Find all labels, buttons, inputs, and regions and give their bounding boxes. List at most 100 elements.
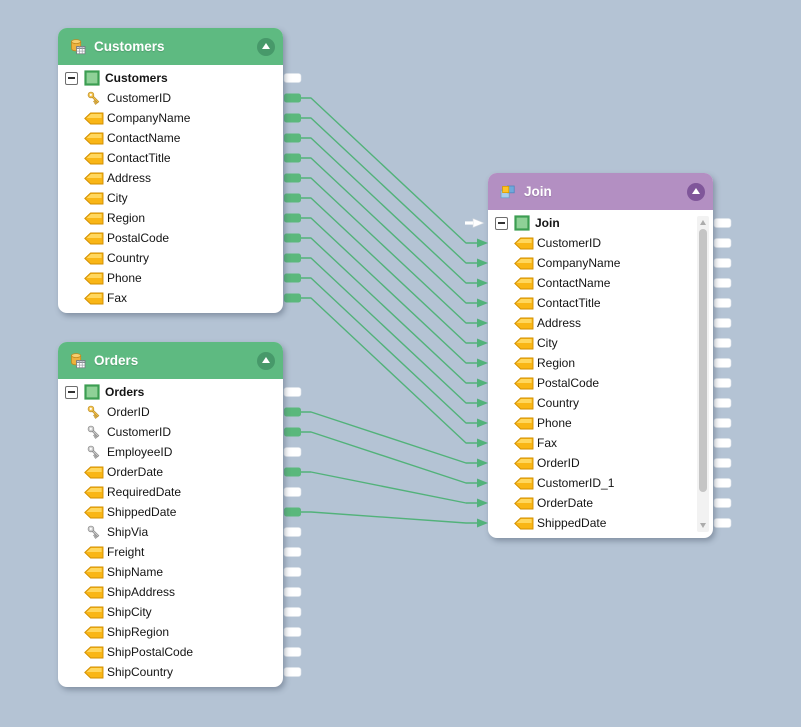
orders-root-row[interactable]: Orders <box>58 382 283 402</box>
customers-field-row[interactable]: ContactTitle <box>58 148 283 168</box>
customers-field-row[interactable]: Address <box>58 168 283 188</box>
output-port-free[interactable] <box>283 607 302 617</box>
output-port-free[interactable] <box>713 378 732 388</box>
output-port-connected[interactable] <box>284 273 301 283</box>
customers-field-row[interactable]: Region <box>58 208 283 228</box>
orders-field-row[interactable]: CustomerID <box>58 422 283 442</box>
output-port-free[interactable] <box>713 218 732 228</box>
node-scrollbar[interactable] <box>697 216 709 532</box>
output-port-free[interactable] <box>713 318 732 328</box>
join-field-row[interactable]: PostalCode <box>488 373 713 393</box>
output-port-free[interactable] <box>283 547 302 557</box>
connection-line[interactable] <box>301 117 477 264</box>
orders-field-row[interactable]: ShipCountry <box>58 662 283 682</box>
collapse-tree-toggle[interactable] <box>65 71 78 85</box>
output-port-free[interactable] <box>283 447 302 457</box>
output-port-free[interactable] <box>713 278 732 288</box>
orders-field-row[interactable]: ShipCity <box>58 602 283 622</box>
input-arrow-connected[interactable] <box>477 438 488 448</box>
output-port-free[interactable] <box>283 527 302 537</box>
orders-field-row[interactable]: RequiredDate <box>58 482 283 502</box>
output-port-free[interactable] <box>283 487 302 497</box>
output-port-free[interactable] <box>283 667 302 677</box>
output-port-free[interactable] <box>713 478 732 488</box>
orders-header[interactable]: Orders <box>58 342 283 379</box>
scrollbar-thumb[interactable] <box>699 229 707 492</box>
orders-field-row[interactable]: ShipVia <box>58 522 283 542</box>
output-port-free[interactable] <box>713 258 732 268</box>
join-field-row[interactable]: CustomerID <box>488 233 713 253</box>
output-port-free[interactable] <box>713 298 732 308</box>
input-port-free[interactable] <box>472 218 485 228</box>
input-arrow-connected[interactable] <box>477 278 488 288</box>
connection-line[interactable] <box>301 137 477 284</box>
output-port-free[interactable] <box>713 238 732 248</box>
output-port-free[interactable] <box>713 338 732 348</box>
output-port-free[interactable] <box>713 358 732 368</box>
output-port-free[interactable] <box>713 518 732 528</box>
collapse-node-button[interactable] <box>687 182 705 201</box>
customers-field-row[interactable]: PostalCode <box>58 228 283 248</box>
customers-field-row[interactable]: Country <box>58 248 283 268</box>
output-port-connected[interactable] <box>284 253 301 263</box>
output-port-connected[interactable] <box>284 427 301 437</box>
join-field-row[interactable]: Country <box>488 393 713 413</box>
output-port-free[interactable] <box>283 567 302 577</box>
connection-line[interactable] <box>301 97 477 244</box>
connection-line[interactable] <box>301 197 477 344</box>
orders-field-row[interactable]: OrderID <box>58 402 283 422</box>
customers-field-row[interactable]: CustomerID <box>58 88 283 108</box>
customers-field-row[interactable]: ContactName <box>58 128 283 148</box>
customers-field-row[interactable]: CompanyName <box>58 108 283 128</box>
orders-field-row[interactable]: ShipRegion <box>58 622 283 642</box>
input-arrow-connected[interactable] <box>477 298 488 308</box>
connection-line[interactable] <box>301 411 477 464</box>
collapse-tree-toggle[interactable] <box>65 385 78 399</box>
output-port-free[interactable] <box>283 647 302 657</box>
customers-field-row[interactable]: City <box>58 188 283 208</box>
input-arrow-connected[interactable] <box>477 358 488 368</box>
orders-field-row[interactable]: EmployeeID <box>58 442 283 462</box>
scroll-up-icon[interactable] <box>699 220 706 225</box>
orders-field-row[interactable]: ShipPostalCode <box>58 642 283 662</box>
input-arrow-connected[interactable] <box>477 518 488 528</box>
output-port-free[interactable] <box>283 387 302 397</box>
connection-line[interactable] <box>301 217 477 364</box>
output-port-free[interactable] <box>713 398 732 408</box>
connection-line[interactable] <box>301 277 477 424</box>
join-field-row[interactable]: Fax <box>488 433 713 453</box>
join-field-row[interactable]: ContactTitle <box>488 293 713 313</box>
join-field-row[interactable]: Region <box>488 353 713 373</box>
output-port-connected[interactable] <box>284 233 301 243</box>
collapse-tree-toggle[interactable] <box>495 216 508 230</box>
output-port-connected[interactable] <box>284 407 301 417</box>
connection-line[interactable] <box>301 257 477 404</box>
customers-field-row[interactable]: Fax <box>58 288 283 308</box>
orders-field-row[interactable]: ShipName <box>58 562 283 582</box>
join-root-row[interactable]: Join <box>488 213 713 233</box>
output-port-connected[interactable] <box>284 133 301 143</box>
output-port-free[interactable] <box>713 438 732 448</box>
input-arrow-connected[interactable] <box>477 378 488 388</box>
output-port-connected[interactable] <box>284 93 301 103</box>
input-arrow-connected[interactable] <box>477 338 488 348</box>
output-port-free[interactable] <box>713 498 732 508</box>
orders-field-row[interactable]: OrderDate <box>58 462 283 482</box>
join-field-row[interactable]: ShippedDate <box>488 513 713 533</box>
output-port-connected[interactable] <box>284 193 301 203</box>
join-field-row[interactable]: CompanyName <box>488 253 713 273</box>
connection-line[interactable] <box>301 297 477 444</box>
orders-field-row[interactable]: Freight <box>58 542 283 562</box>
input-arrow-connected[interactable] <box>477 478 488 488</box>
customers-header[interactable]: Customers <box>58 28 283 65</box>
output-port-free[interactable] <box>283 73 302 83</box>
orders-field-row[interactable]: ShippedDate <box>58 502 283 522</box>
join-field-row[interactable]: OrderID <box>488 453 713 473</box>
connection-line[interactable] <box>301 471 477 504</box>
join-field-row[interactable]: CustomerID_1 <box>488 473 713 493</box>
input-arrow-connected[interactable] <box>477 258 488 268</box>
join-field-row[interactable]: Phone <box>488 413 713 433</box>
input-arrow-connected[interactable] <box>477 418 488 428</box>
output-port-free[interactable] <box>713 458 732 468</box>
